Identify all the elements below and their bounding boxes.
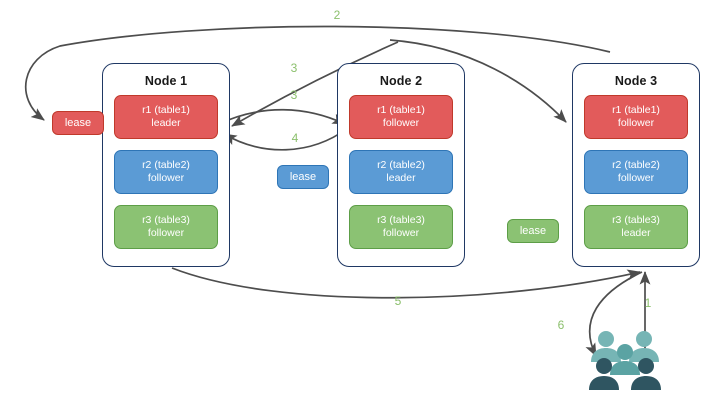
node-container-2[interactable]: Node 2 r1 (table1) follower r2 (table2) … [337, 63, 465, 267]
replica-role: follower [382, 227, 420, 239]
replica-name: r1 (table1) [612, 103, 660, 116]
replica-name: r2 (table2) [142, 158, 190, 171]
replica-name: r1 (table1) [377, 103, 425, 116]
lease-badge-red[interactable]: lease [52, 111, 104, 135]
users-group-icon [589, 331, 661, 390]
replica-name: r1 (table1) [142, 103, 190, 116]
replica-name: r3 (table3) [142, 213, 190, 226]
replica-role: follower [382, 117, 420, 129]
node-title: Node 2 [379, 74, 423, 88]
node-title: Node 3 [614, 74, 658, 88]
step-label-2: 2 [333, 8, 341, 22]
replica-role: follower [617, 117, 655, 129]
replica-box[interactable]: r3 (table3) leader [584, 205, 688, 249]
replica-name: r2 (table2) [612, 158, 660, 171]
step-label-1: 1 [644, 296, 652, 310]
users-center-figure [610, 344, 640, 375]
step-label-3a: 3 [290, 61, 298, 75]
node-container-1[interactable]: Node 1 r1 (table1) leader r2 (table2) fo… [102, 63, 230, 267]
step-label-5: 5 [394, 294, 402, 308]
replica-box[interactable]: r3 (table3) follower [114, 205, 218, 249]
replica-name: r3 (table3) [377, 213, 425, 226]
step-label-4: 4 [291, 131, 299, 145]
edge-step-3-out [218, 108, 346, 125]
users-back-row [591, 331, 659, 362]
replica-box[interactable]: r2 (table2) follower [114, 150, 218, 194]
replica-box[interactable]: r2 (table2) follower [584, 150, 688, 194]
replica-role: follower [147, 172, 185, 184]
replica-role: leader [621, 227, 651, 239]
replica-box[interactable]: r2 (table2) leader [349, 150, 453, 194]
node-container-3[interactable]: Node 3 r1 (table1) follower r2 (table2) … [572, 63, 700, 267]
users-front-row [589, 358, 661, 390]
replica-name: r3 (table3) [612, 213, 660, 226]
replica-box[interactable]: r1 (table1) follower [584, 95, 688, 139]
lease-badge-green[interactable]: lease [507, 219, 559, 243]
replica-box[interactable]: r1 (table1) leader [114, 95, 218, 139]
step-label-3b: 3 [290, 88, 298, 102]
replica-role: leader [151, 117, 181, 129]
replica-role: follower [147, 227, 185, 239]
node-title: Node 1 [144, 74, 188, 88]
edge-step-4 [223, 127, 349, 151]
step-label-6: 6 [557, 318, 565, 332]
replica-box[interactable]: r1 (table1) follower [349, 95, 453, 139]
replica-box[interactable]: r3 (table3) follower [349, 205, 453, 249]
replica-role: follower [617, 172, 655, 184]
edge-step-5 [171, 267, 641, 299]
lease-badge-blue[interactable]: lease [277, 165, 329, 189]
replica-role: leader [386, 172, 416, 184]
replica-name: r2 (table2) [377, 158, 425, 171]
